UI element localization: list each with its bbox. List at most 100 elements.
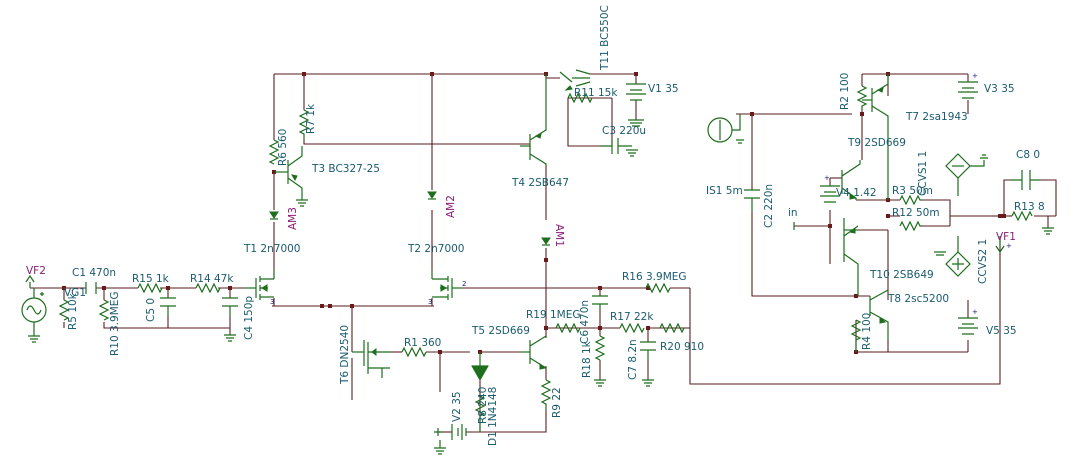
is1-current-source[interactable] bbox=[707, 114, 744, 144]
r10-label: R10 3.9MEG bbox=[109, 291, 121, 356]
t9-transistor[interactable] bbox=[841, 160, 861, 200]
r7-resistor[interactable] bbox=[298, 109, 310, 140]
c6-capacitor[interactable] bbox=[592, 295, 608, 310]
am3-ammeter bbox=[269, 211, 279, 220]
vf2-voltmeter bbox=[25, 274, 35, 288]
v2-battery[interactable] bbox=[434, 424, 467, 455]
r5-label: R5 10k bbox=[67, 292, 79, 330]
vg1-signal-source[interactable] bbox=[21, 288, 47, 343]
t7-label: T7 2sa1943 bbox=[905, 111, 968, 123]
v3-battery[interactable] bbox=[958, 81, 978, 99]
ccvs2-label: CCVS2 1 bbox=[977, 239, 989, 284]
r14-resistor[interactable] bbox=[195, 282, 221, 294]
r5-resistor[interactable] bbox=[58, 299, 70, 321]
t7-transistor[interactable] bbox=[862, 74, 889, 200]
r17-resistor[interactable] bbox=[619, 322, 645, 334]
r20-resistor[interactable] bbox=[659, 322, 685, 334]
vg1-label: VG1 bbox=[64, 287, 86, 299]
r4-resistor[interactable] bbox=[850, 319, 862, 352]
c7-capacitor[interactable] bbox=[640, 341, 656, 387]
t1-pin-label: 3 bbox=[270, 298, 274, 306]
t6-mosfet[interactable] bbox=[352, 340, 390, 378]
r18-resistor[interactable] bbox=[594, 335, 606, 387]
t4-transistor[interactable] bbox=[520, 74, 547, 166]
r8-resistor[interactable] bbox=[474, 395, 486, 432]
vf2-label: VF2 bbox=[26, 265, 46, 277]
r19-resistor[interactable] bbox=[555, 322, 581, 334]
r10-resistor[interactable] bbox=[98, 299, 110, 321]
v3-plus-label: + bbox=[972, 72, 978, 80]
v4-plus-label: + bbox=[824, 174, 830, 182]
c1-capacitor[interactable] bbox=[85, 282, 97, 294]
v1-battery[interactable] bbox=[626, 83, 646, 127]
t2-mosfet[interactable] bbox=[431, 270, 462, 300]
vf1-label: VF1 bbox=[996, 231, 1016, 243]
r18-label: R18 1k bbox=[581, 340, 593, 378]
v5-battery[interactable] bbox=[958, 317, 978, 335]
t2-pin-label: 3 bbox=[428, 298, 432, 306]
r14-label: R14 47k bbox=[190, 273, 234, 285]
am3-label: AM3 bbox=[287, 207, 299, 230]
r20-label: R20 910 bbox=[660, 341, 704, 353]
r3-label: R3 50m bbox=[892, 185, 933, 197]
v5-label: V5 35 bbox=[986, 325, 1017, 337]
r4-label: R4 100 bbox=[861, 313, 873, 350]
am2-ammeter bbox=[427, 191, 437, 200]
t2-label: T2 2n7000 bbox=[407, 243, 465, 255]
r12-resistor[interactable] bbox=[899, 220, 922, 232]
t5-transistor[interactable] bbox=[522, 335, 547, 370]
wires bbox=[30, 73, 1057, 433]
c4-capacitor[interactable] bbox=[222, 297, 238, 342]
t11-transistor[interactable] bbox=[559, 69, 591, 91]
t2-pin2-label: 2 bbox=[462, 280, 466, 288]
r19-label: R19 1MEG bbox=[526, 309, 581, 321]
vf1-voltmeter bbox=[995, 236, 1005, 254]
r16-label: R16 3.9MEG bbox=[622, 271, 687, 283]
r9-label: R9 22 bbox=[551, 387, 563, 418]
r12-label: R12 50m bbox=[892, 207, 940, 219]
c2-capacitor[interactable] bbox=[744, 189, 760, 212]
r1-label: R1 360 bbox=[404, 337, 441, 349]
r1-resistor[interactable] bbox=[401, 346, 427, 358]
r9-resistor[interactable] bbox=[540, 379, 552, 410]
c2-label: C2 220n bbox=[763, 184, 775, 228]
t3-transistor[interactable] bbox=[274, 146, 308, 207]
r16-resistor[interactable] bbox=[645, 282, 671, 294]
vf1-plus-label: + bbox=[1006, 242, 1012, 250]
ccvs1-source[interactable] bbox=[945, 153, 988, 196]
am1-label: AM1 bbox=[553, 224, 565, 247]
t8-transistor[interactable] bbox=[869, 289, 889, 340]
v5-plus-label: + bbox=[972, 308, 978, 316]
r17-label: R17 22k bbox=[610, 311, 654, 323]
r3-resistor[interactable] bbox=[899, 194, 922, 206]
junction-dots bbox=[62, 72, 1006, 354]
r11-resistor[interactable] bbox=[567, 92, 593, 104]
r15-label: R15 1k bbox=[132, 273, 170, 285]
t1-mosfet[interactable] bbox=[244, 270, 275, 300]
c3-capacitor[interactable] bbox=[600, 138, 638, 157]
r15-resistor[interactable] bbox=[137, 282, 163, 294]
t3-label: T3 BC327-25 bbox=[311, 163, 380, 175]
t10-transistor[interactable] bbox=[843, 218, 859, 296]
am2-label: AM2 bbox=[445, 195, 457, 218]
r6-resistor[interactable] bbox=[268, 139, 280, 165]
r13-resistor[interactable] bbox=[1011, 210, 1054, 235]
c8-capacitor[interactable] bbox=[1010, 170, 1040, 190]
t5-label: T5 2SD669 bbox=[471, 325, 530, 337]
is1-label: IS1 5m bbox=[706, 185, 743, 197]
r11-label: R11 15k bbox=[574, 87, 618, 99]
v4-label: V4 1.42 bbox=[836, 187, 877, 199]
c5-capacitor[interactable] bbox=[160, 297, 176, 316]
in-label: in bbox=[788, 207, 798, 219]
ccvs2-source[interactable] bbox=[934, 236, 971, 277]
ccvs1-label: CCVS1 1 bbox=[917, 151, 929, 196]
t1-label: T1 2n7000 bbox=[243, 243, 301, 255]
r6-label: R6 560 bbox=[277, 129, 289, 166]
r2-resistor[interactable] bbox=[856, 85, 868, 110]
v2-label: V2 35 bbox=[451, 391, 463, 422]
t9-label: T9 2SD669 bbox=[847, 137, 906, 149]
v1-label: V1 35 bbox=[648, 83, 679, 95]
v4-battery[interactable] bbox=[820, 185, 840, 203]
d1-diode[interactable] bbox=[471, 352, 489, 382]
